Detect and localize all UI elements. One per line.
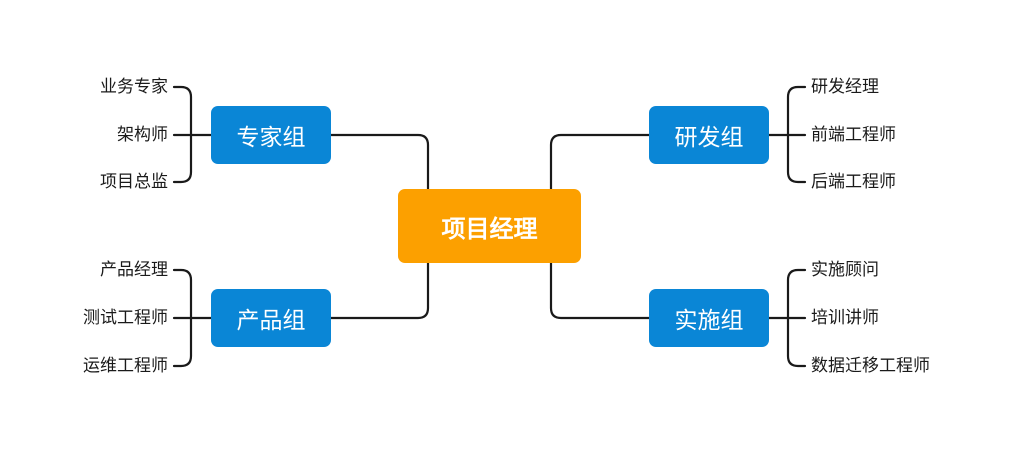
group-node-rd[interactable]: 研发组 (649, 106, 769, 164)
leaf-item[interactable]: 数据迁移工程师 (811, 356, 930, 376)
root-node[interactable]: 项目经理 (398, 189, 581, 263)
leaf-item[interactable]: 业务专家 (100, 77, 168, 97)
leaf-item[interactable]: 项目总监 (100, 172, 168, 192)
group-node-expert[interactable]: 专家组 (211, 106, 331, 164)
leaf-item[interactable]: 实施顾问 (811, 260, 879, 280)
connector-root-rd (549, 133, 651, 191)
leaf-item[interactable]: 后端工程师 (811, 172, 896, 192)
leaf-item[interactable]: 产品经理 (100, 260, 168, 280)
connector-root-product (329, 261, 430, 320)
leaf-item[interactable]: 测试工程师 (83, 308, 168, 328)
leaf-item[interactable]: 运维工程师 (83, 356, 168, 376)
leaf-item[interactable]: 前端工程师 (811, 125, 896, 145)
connector-root-expert (329, 133, 430, 191)
leaf-item[interactable]: 研发经理 (811, 77, 879, 97)
leaf-item[interactable]: 架构师 (117, 125, 168, 145)
group-node-product[interactable]: 产品组 (211, 289, 331, 347)
group-node-impl[interactable]: 实施组 (649, 289, 769, 347)
leaf-item[interactable]: 培训讲师 (811, 308, 879, 328)
connector-root-impl (549, 261, 651, 320)
